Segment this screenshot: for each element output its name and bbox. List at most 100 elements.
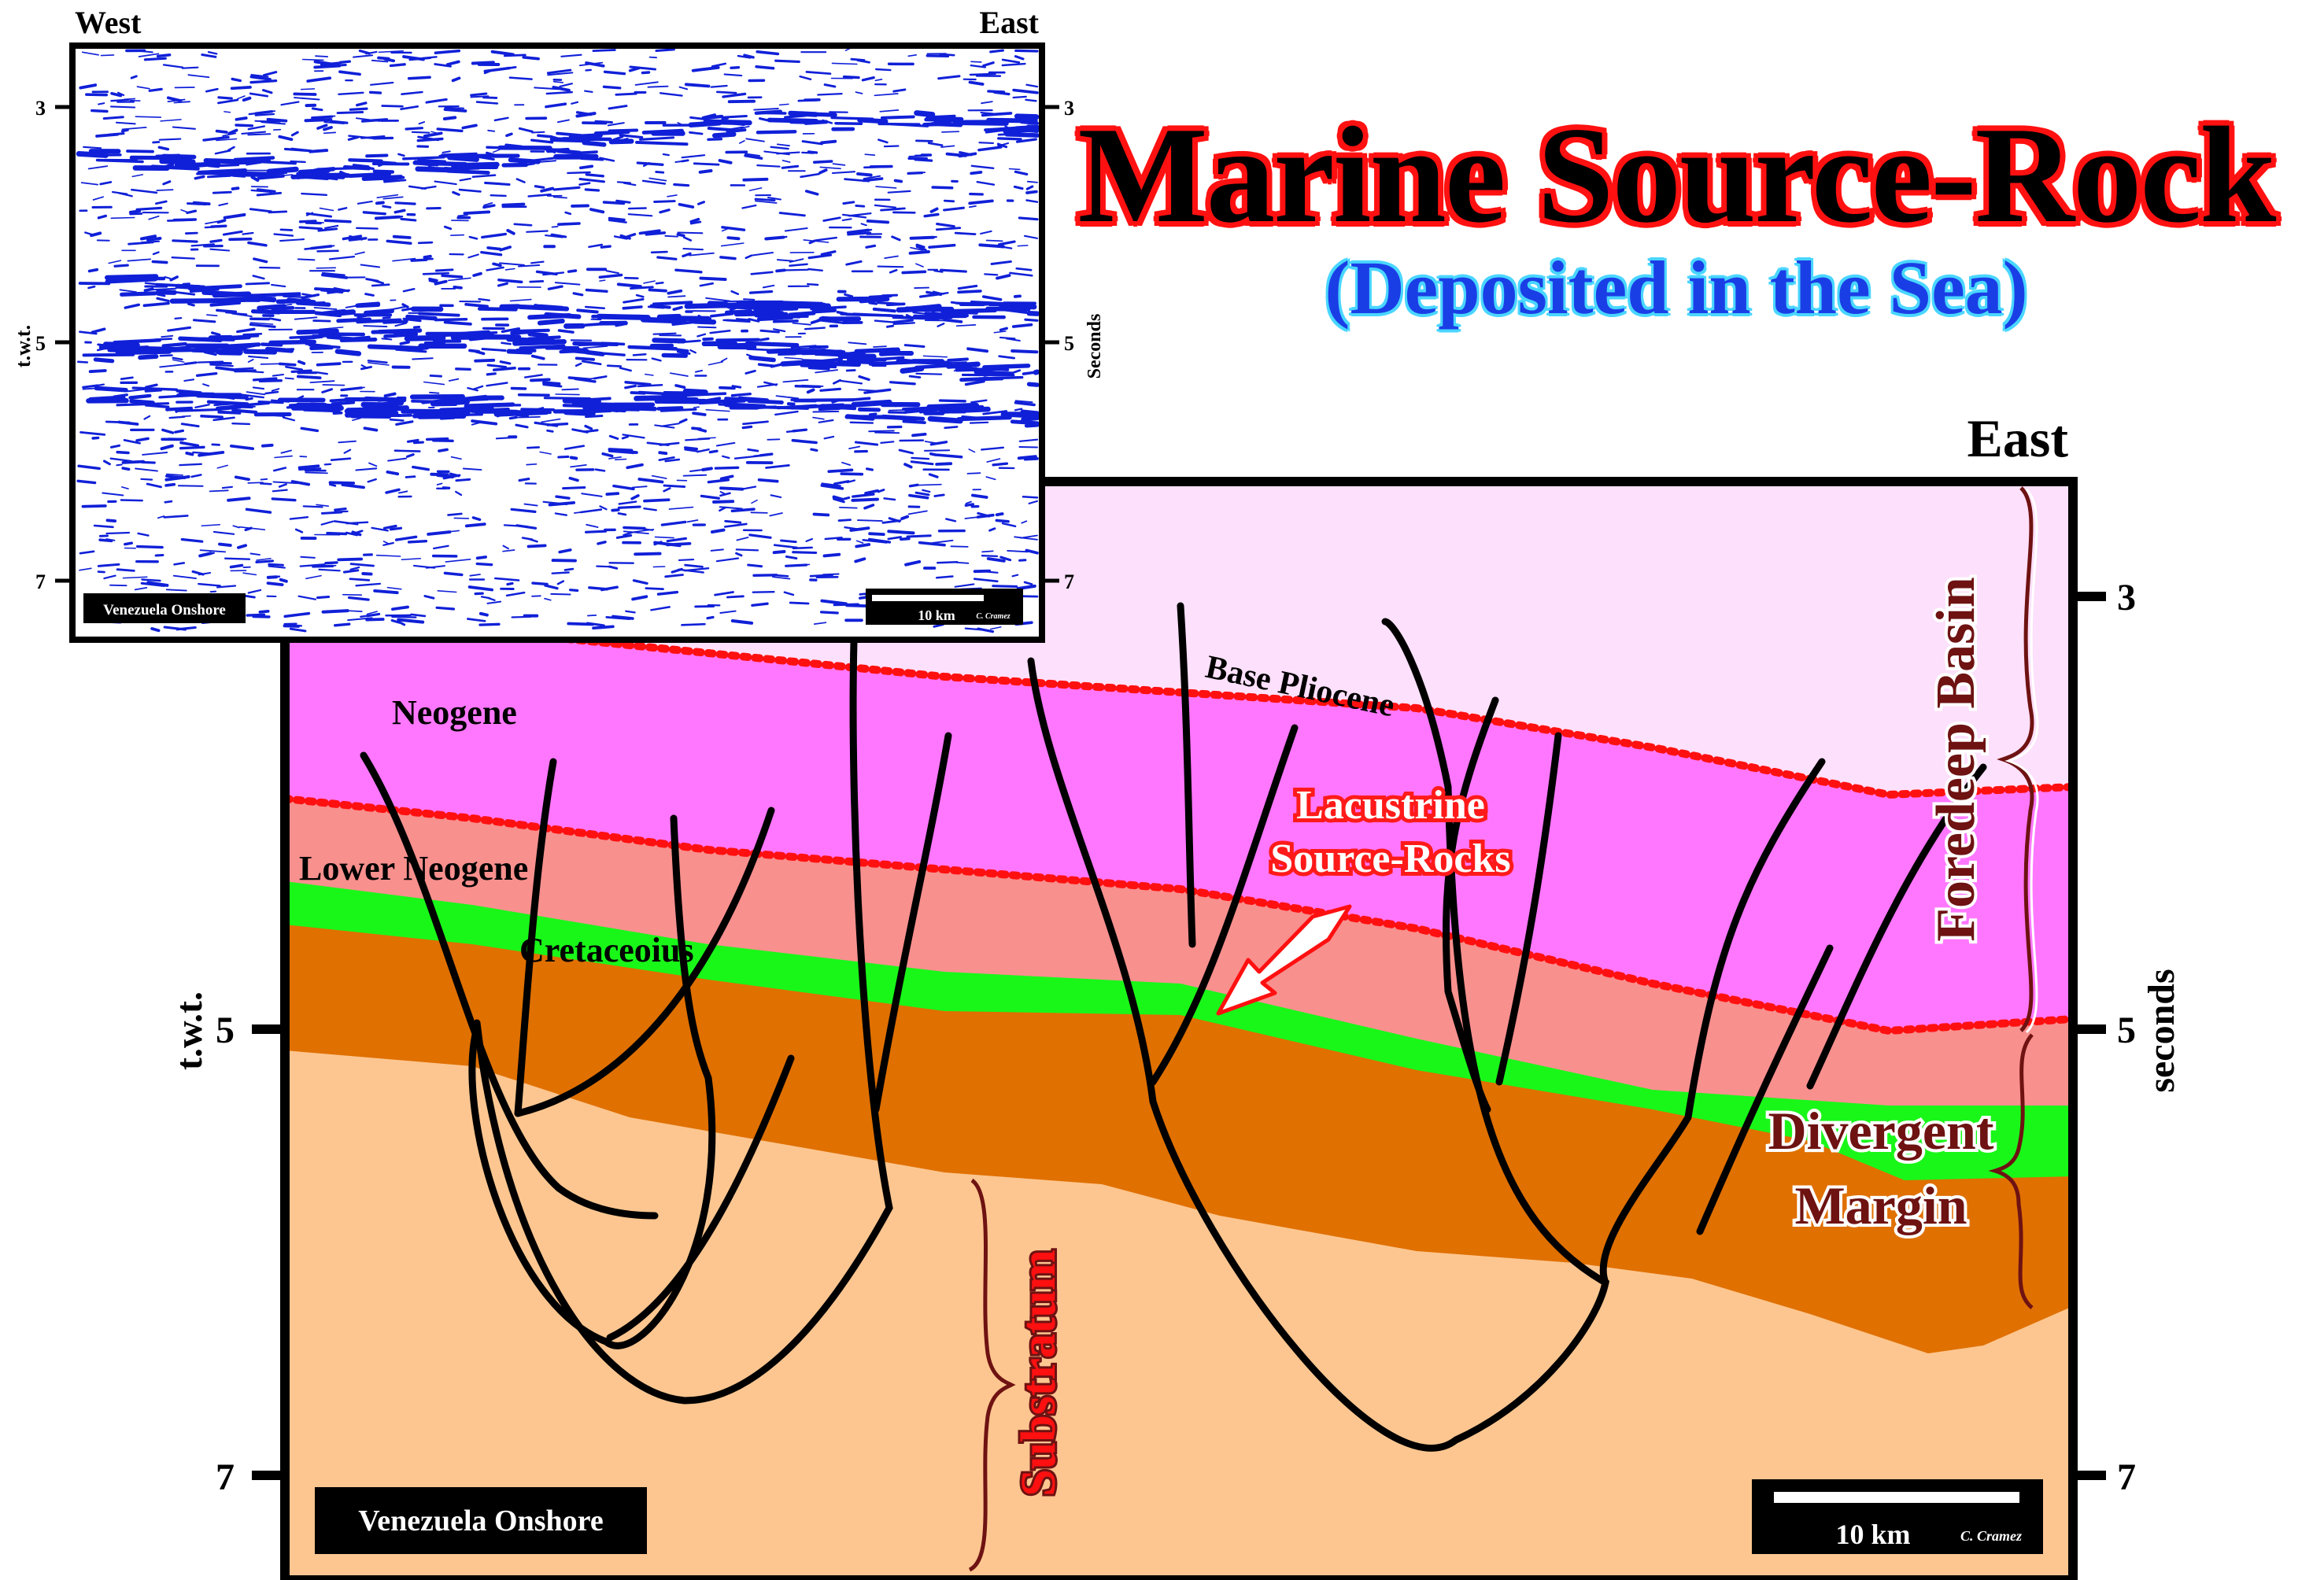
seismic-reflectors: [76, 46, 1040, 633]
seismic-noise-segment: [247, 125, 265, 131]
seismic-noise-segment: [819, 387, 842, 392]
seismic-noise-segment: [558, 548, 572, 554]
seismic-noise-segment: [382, 541, 390, 545]
seismic-noise-segment: [721, 115, 748, 119]
seismic-noise-segment: [130, 75, 138, 79]
seismic-noise-segment: [526, 463, 538, 466]
seismic-noise-segment: [264, 390, 279, 395]
seismic-noise-segment: [544, 584, 559, 590]
seismic-reflector-segment: [697, 398, 746, 405]
seismic-noise-segment: [198, 552, 212, 558]
seismic-noise-segment: [615, 199, 631, 204]
seismic-noise-segment: [167, 219, 194, 222]
seismic-noise-segment: [820, 250, 837, 257]
seismic-noise-segment: [97, 570, 105, 574]
seismic-noise-segment: [981, 295, 1003, 301]
seismic-noise-segment: [301, 58, 324, 61]
seismic-noise-segment: [1025, 548, 1039, 555]
seismic-noise-segment: [903, 463, 913, 469]
seismic-noise-segment: [342, 569, 360, 574]
seismic-noise-segment: [205, 220, 220, 225]
seismic-noise-segment: [167, 326, 192, 332]
seismic-noise-segment: [623, 297, 645, 304]
seismic-noise-segment: [677, 339, 701, 344]
seismic-noise-segment: [629, 65, 657, 71]
seismic-noise-segment: [1018, 216, 1039, 221]
seismic-noise-segment: [474, 592, 484, 596]
seismic-noise-segment: [143, 415, 151, 420]
seismic-noise-segment: [997, 137, 1022, 141]
seismic-noise-segment: [140, 460, 156, 464]
seismic-noise-segment: [486, 266, 504, 271]
seismic-noise-segment: [1023, 457, 1039, 461]
seismic-noise-segment: [771, 235, 788, 239]
seismic-noise-segment: [442, 116, 457, 120]
seismic-noise-segment: [555, 495, 571, 500]
seismic-noise-segment: [401, 90, 423, 95]
seismic-reflector-segment: [438, 406, 494, 413]
seismic-noise-segment: [743, 54, 755, 59]
seismic-noise-segment: [953, 364, 977, 367]
seismic-noise-segment: [200, 414, 224, 419]
seismic-noise-segment: [360, 135, 386, 139]
seismic-noise-segment: [880, 441, 895, 445]
seismic-noise-segment: [103, 574, 116, 580]
seismic-noise-segment: [162, 180, 172, 186]
seismic-noise-segment: [911, 456, 930, 460]
seismic-noise-segment: [464, 522, 486, 528]
divergent-label-line1: Divergent: [1768, 1101, 1993, 1161]
seismic-noise-segment: [988, 527, 996, 532]
seismic-noise-segment: [185, 451, 194, 456]
seismic-noise-segment: [272, 481, 299, 485]
seismic-noise-segment: [242, 344, 257, 349]
foredeep-basin-label: Foredeep Basin: [1926, 577, 1986, 941]
seismic-noise-segment: [209, 248, 231, 252]
seismic-noise-segment: [781, 268, 809, 271]
seismic-noise-segment: [142, 452, 168, 456]
seismic-noise-segment: [407, 76, 431, 80]
seismic-noise-segment: [792, 322, 811, 326]
seismic-noise-segment: [563, 445, 586, 450]
seismic-noise-segment: [982, 410, 1008, 415]
seismic-noise-segment: [155, 200, 168, 205]
seismic-noise-segment: [373, 589, 399, 595]
seismic-noise-segment: [425, 98, 448, 104]
seismic-noise-segment: [958, 152, 977, 158]
seismic-noise-segment: [874, 204, 897, 209]
seismic-noise-segment: [382, 316, 391, 319]
seismic-noise-segment: [393, 449, 421, 452]
seismic-noise-segment: [272, 374, 284, 377]
seismic-reflector-segment: [128, 393, 152, 400]
seismic-noise-segment: [249, 552, 260, 556]
seismic-noise-segment: [1014, 401, 1036, 407]
seismic-noise-segment: [669, 372, 689, 377]
seismic-noise-segment: [444, 106, 465, 109]
seismic-reflector-segment: [780, 359, 818, 367]
seismic-noise-segment: [517, 264, 541, 268]
seismic-noise-segment: [410, 613, 427, 618]
seismic-noise-segment: [529, 279, 545, 283]
inset-credit: C. Cramez: [976, 612, 1010, 621]
seismic-noise-segment: [629, 528, 655, 533]
seismic-reflector-segment: [1024, 423, 1040, 428]
seismic-noise-segment: [421, 398, 448, 404]
section-location-label: Venezuela Onshore: [358, 1504, 603, 1538]
seismic-noise-segment: [1017, 245, 1029, 247]
seismic-reflector-segment: [878, 122, 921, 126]
seismic-noise-segment: [886, 324, 894, 328]
seismic-noise-segment: [759, 337, 770, 341]
seismic-noise-segment: [775, 268, 786, 273]
seismic-noise-segment: [1001, 58, 1021, 64]
seismic-noise-segment: [199, 549, 227, 553]
seismic-noise-segment: [698, 169, 713, 174]
seismic-noise-segment: [191, 570, 205, 576]
seismic-noise-segment: [378, 50, 404, 54]
seismic-noise-segment: [298, 226, 323, 231]
seismic-noise-segment: [662, 153, 670, 157]
seismic-noise-segment: [97, 343, 123, 349]
seismic-noise-segment: [360, 365, 373, 371]
seismic-reflector-segment: [434, 317, 468, 322]
seismic-reflector-segment: [519, 344, 566, 350]
seismic-noise-segment: [648, 177, 667, 182]
seismic-noise-segment: [619, 234, 631, 240]
